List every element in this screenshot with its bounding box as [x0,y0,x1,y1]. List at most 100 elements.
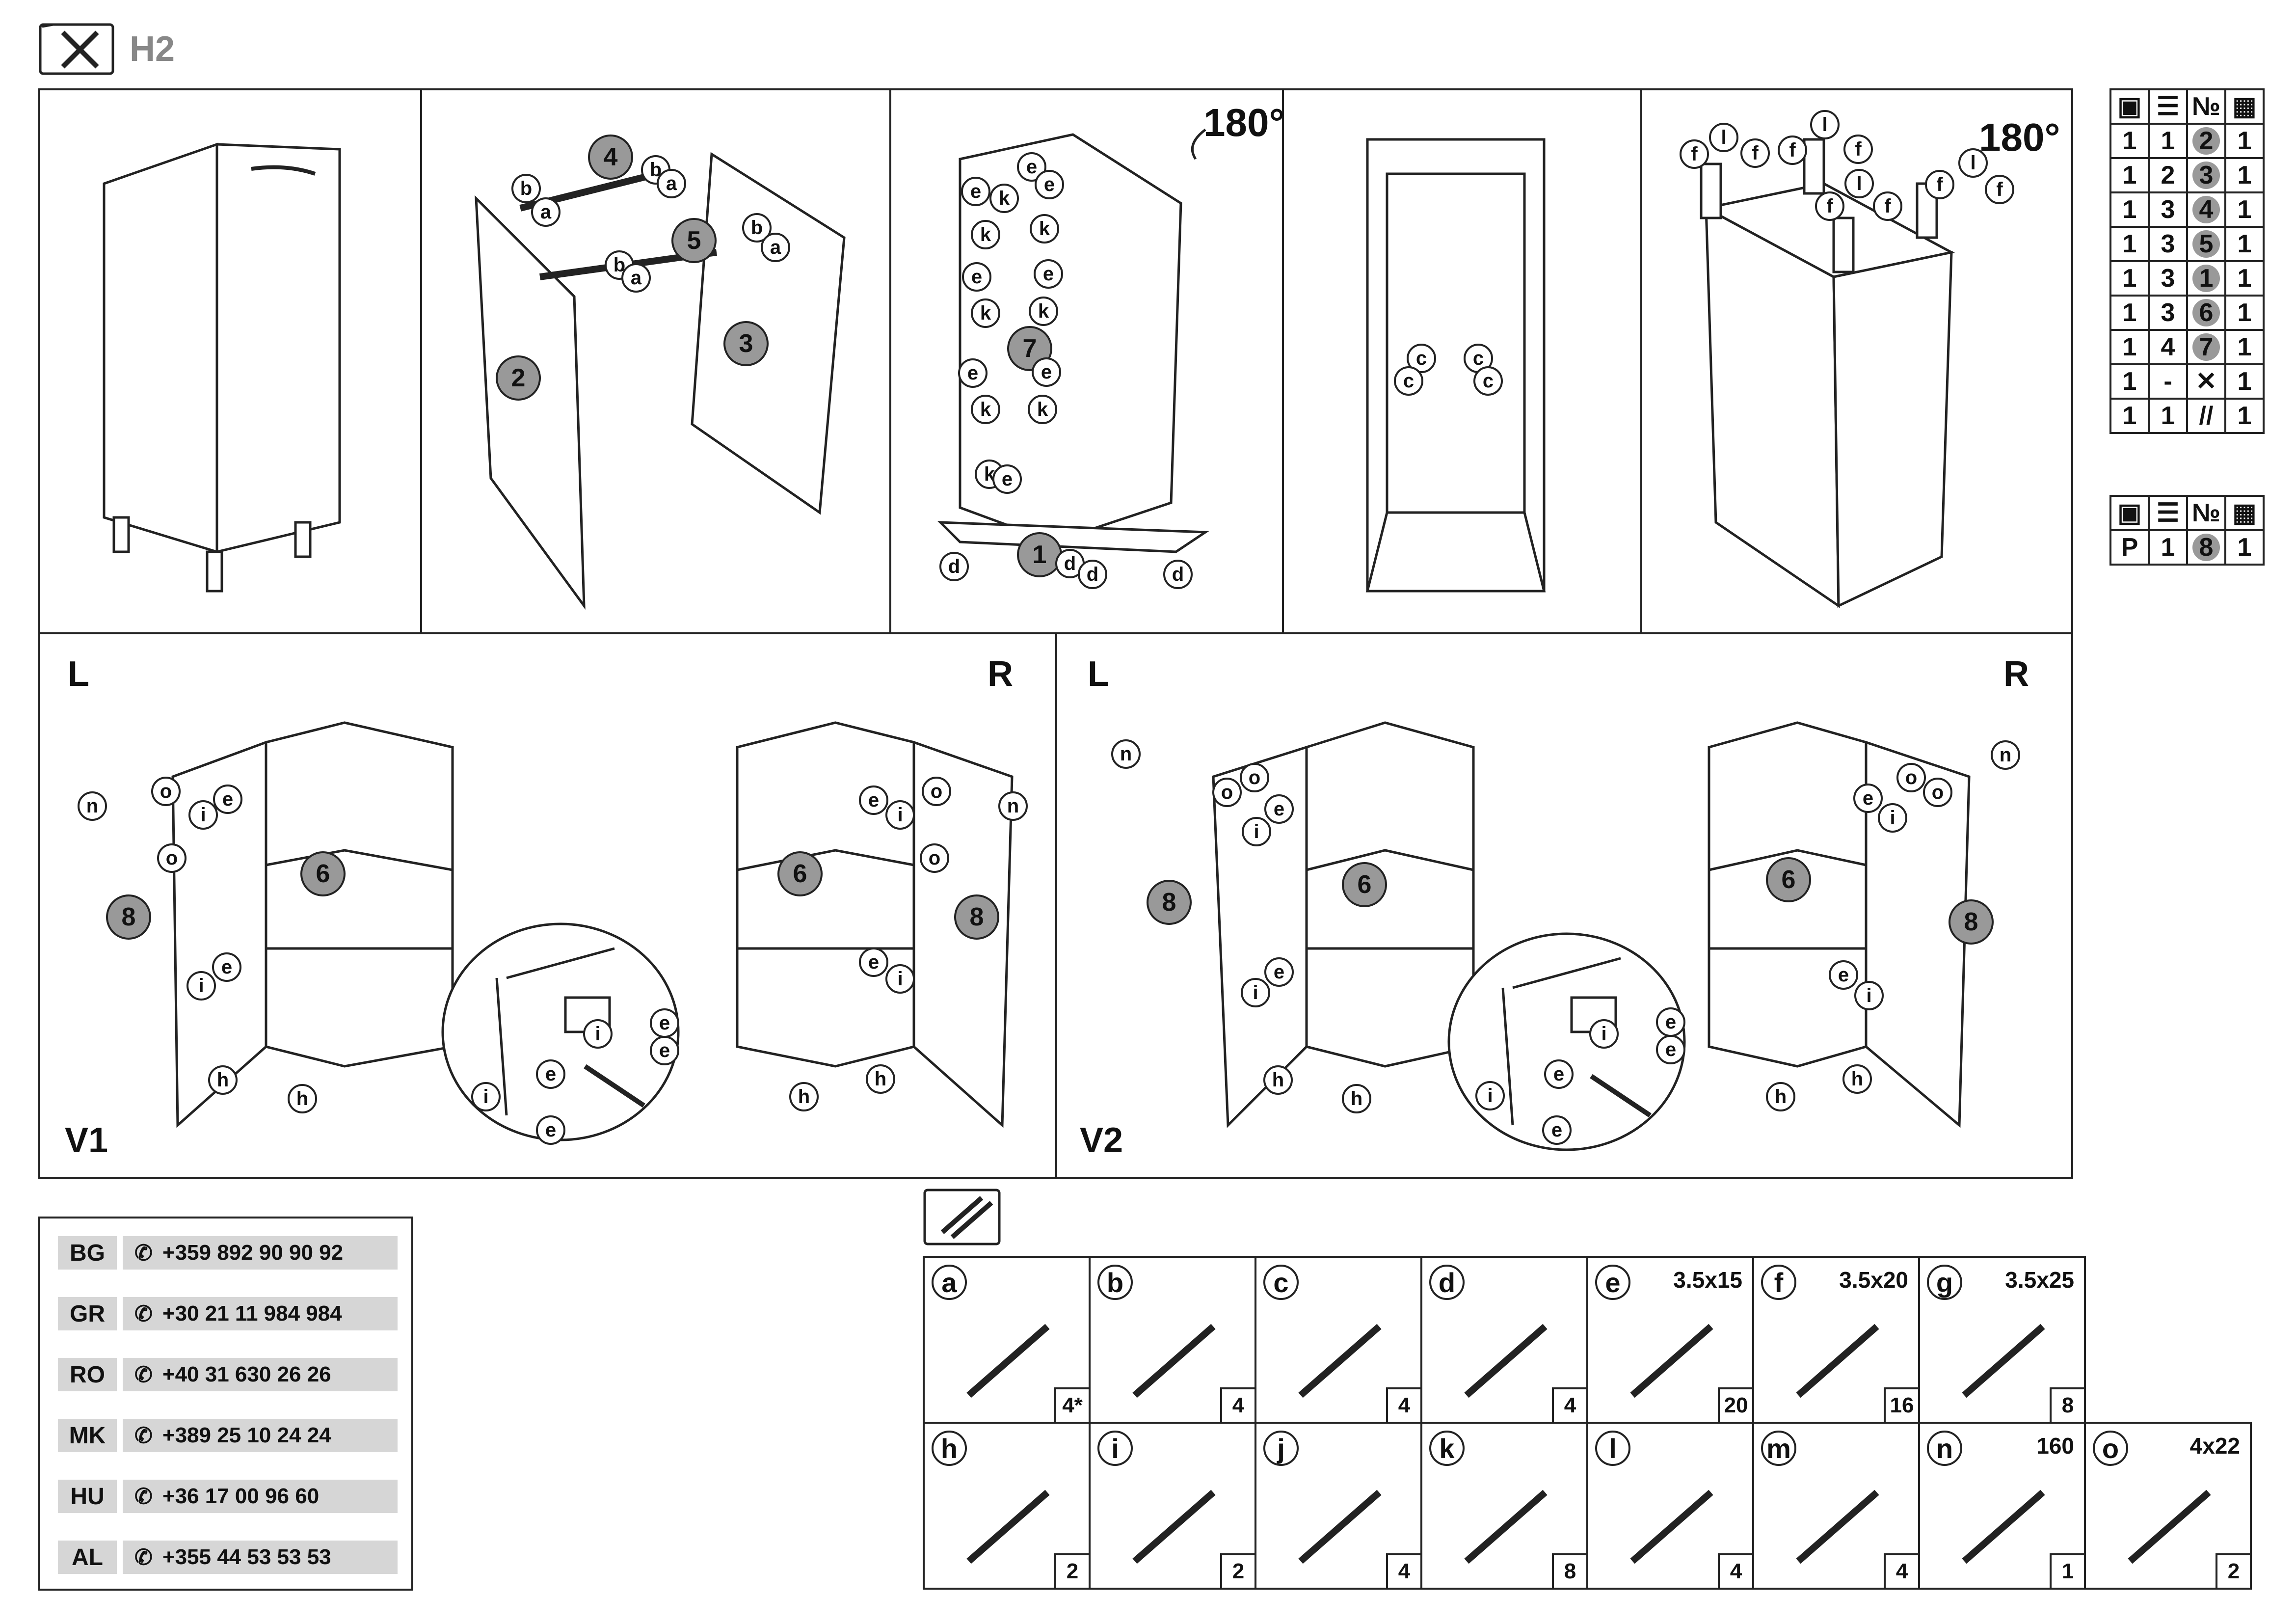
hardware-quantity: 2 [2216,1553,2252,1590]
callout-c: c [1394,366,1423,396]
hardware-letter: f [1761,1265,1796,1300]
count-icon: ▦ [2224,88,2265,125]
rotate-label-2: 180° [1979,115,2060,159]
callout-part-4: 4 [588,135,633,180]
callout-e: e [650,1036,679,1065]
callout-e: e [1853,784,1883,813]
hardware-drawing [1796,1489,1879,1564]
phone-icon: ✆ [134,1484,153,1509]
variant-1-label: V1 [65,1121,108,1160]
callout-part-6: 6 [1342,862,1387,907]
callout-f: f [1925,170,1954,199]
hardware-quantity: 2 [1054,1553,1091,1590]
callout-part-6: 6 [300,851,346,896]
hardware-size: 4x22 [2189,1433,2240,1459]
variant-2-label: V2 [1080,1121,1123,1160]
hardware-letter: a [932,1265,967,1300]
callout-e: e [961,177,990,206]
callout-e: e [1264,794,1294,824]
callout-e: e [1544,1059,1574,1089]
phone-icon: ✆ [134,1362,153,1387]
cabinet-illustration [103,142,341,593]
callout-e: e [1829,960,1858,990]
hardware-letter: l [1595,1431,1630,1466]
left-label-2: L [1088,654,1109,694]
callout-h: h [789,1082,819,1111]
callout-part-8: 8 [1147,880,1192,925]
hardware-quantity: 2 [1220,1553,1256,1590]
door-mounting-frame: L R L R V1 V2 8 6 6 8 n o o i [38,632,2073,1179]
hardware-drawing [966,1324,1050,1398]
callout-c: c [1407,344,1436,373]
contact-row: HU✆+36 17 00 96 60 [58,1480,398,1513]
callout-l: l [1958,148,1988,178]
hardware-quantity: 4 [1718,1553,1754,1590]
callout-o: o [1923,778,1952,807]
box-icon: ▣ [2109,88,2150,125]
hardware-drawing [1796,1324,1879,1398]
stack-icon: ☰ [2148,495,2188,531]
callout-k: k [1029,297,1058,326]
callout-f: f [1740,138,1770,168]
callout-i: i [1242,817,1271,846]
callout-e: e [962,262,991,292]
hardware-quantity: 16 [1884,1387,1920,1424]
hardware-letter: k [1429,1431,1465,1466]
hardware-quantity: 4 [1884,1553,1920,1590]
hardware-size: 3.5x25 [2005,1267,2074,1293]
callout-k: k [1030,214,1059,244]
callout-d: d [1078,560,1107,589]
callout-i: i [885,800,915,830]
callout-part-6: 6 [1766,857,1811,902]
callout-c: c [1473,366,1503,396]
step-4-panel [1284,90,1642,632]
callout-l: l [1810,110,1840,139]
assembly-steps-top: 180° 180° 4 5 2 3 7 1 a b b a b a b a e … [38,88,2073,634]
hardware-size: 160 [2036,1433,2074,1459]
callout-n: n [1111,739,1141,769]
callout-e: e [1656,1035,1685,1064]
phone-icon: ✆ [134,1301,153,1326]
callout-n: n [78,791,107,821]
legs-illustration [1700,138,1955,608]
callout-o: o [1896,763,1926,792]
step-3-panel [891,90,1284,632]
step-2-panel [422,90,891,632]
callout-h: h [1842,1064,1872,1094]
hardware-size: 3.5x15 [1673,1267,1742,1293]
tools-header: H2 [38,23,175,76]
hardware-letter: h [932,1431,967,1466]
callout-e: e [1032,357,1061,387]
callout-part-8: 8 [106,894,151,940]
callout-h: h [1342,1084,1371,1113]
callout-i: i [1878,803,1907,833]
contact-row: GR✆+30 21 11 984 984 [58,1297,398,1330]
hardware-icon [923,1189,1001,1245]
hardware-quantity: 4* [1054,1387,1091,1424]
hardware-letter: n [1927,1431,1962,1466]
callout-h: h [1263,1065,1293,1095]
phone-icon: ✆ [134,1545,153,1570]
callout-o: o [151,777,181,806]
callout-a: a [657,169,686,198]
callout-e: e [1035,170,1064,199]
callout-part-2: 2 [496,355,541,401]
hardware-quantity: 4 [1386,1387,1422,1424]
callout-l: l [1844,169,1874,198]
callout-e: e [859,785,888,815]
phone-icon: ✆ [134,1423,153,1448]
number-header: № [2186,88,2226,125]
callout-f: f [1778,135,1807,165]
